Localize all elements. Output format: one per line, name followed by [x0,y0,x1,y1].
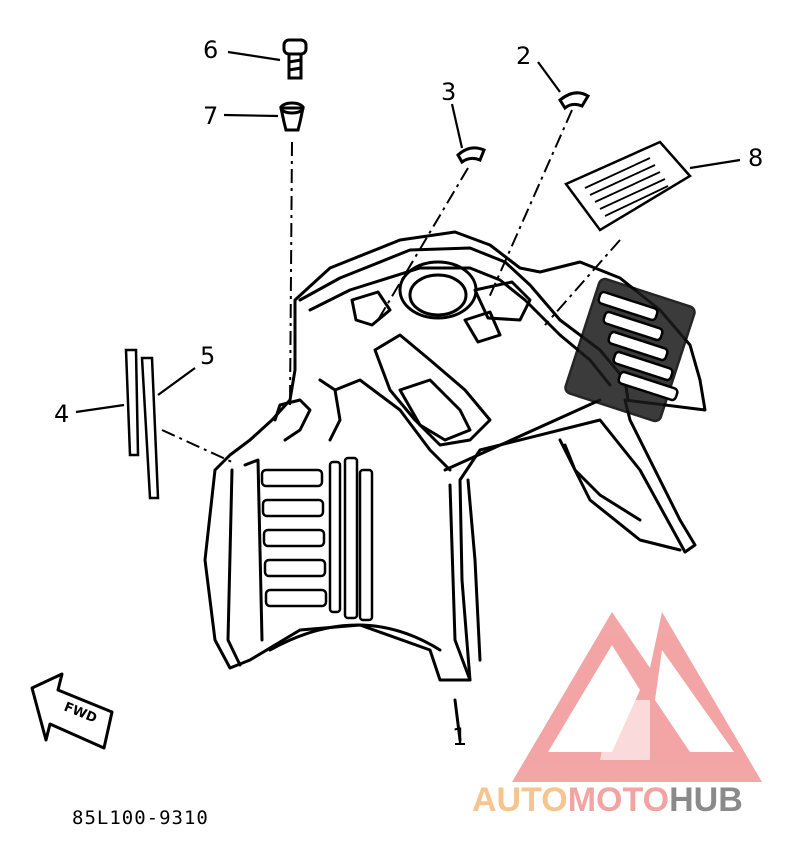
strip-part-5 [140,356,160,500]
leader-lines [75,50,741,414]
left-vent-slots [260,456,374,622]
part-label-4: 4 [54,400,69,428]
part-label-8: 8 [748,144,763,172]
clip-part-2 [558,91,591,111]
watermark-brand-auto: AUTO [472,781,568,819]
watermark-brand-hub: HUB [669,781,743,819]
fwd-arrow-icon [30,672,114,750]
clip-part-3 [456,146,486,165]
watermark-brand-text: AUTOMOTOHUB [472,781,743,819]
part-number-labels: 1 2 3 4 5 6 7 8 [54,36,763,751]
label-plate-part-8 [564,140,692,232]
drawing-code: 85L100-9310 [72,807,209,829]
part-label-7: 7 [203,102,218,130]
watermark-brand-moto: MOTO [568,781,669,819]
front-cover-body [203,230,707,742]
part-label-5: 5 [200,342,215,370]
part-label-2: 2 [516,42,531,70]
part-label-1: 1 [452,723,467,751]
part-label-6: 6 [203,36,218,64]
watermark-logo-icon [512,612,762,782]
assembly-dashed-lines [161,109,621,463]
grommet-part-7 [279,101,305,132]
fwd-direction-arrow: FWD [30,672,114,750]
screw-part-6 [282,38,308,80]
right-vent-slots [564,277,696,423]
part-label-3: 3 [441,78,456,106]
strip-part-4 [124,348,140,457]
